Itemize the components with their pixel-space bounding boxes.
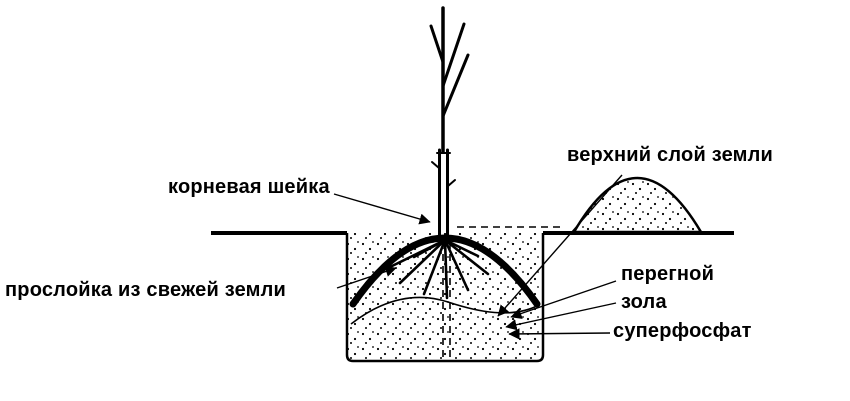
arrow-top-soil (497, 174, 623, 317)
arrow-ash (505, 302, 617, 331)
top-soil-layer-label: верхний слой земли (567, 144, 774, 166)
bud-tick-2 (447, 179, 456, 187)
annotation-arrows (333, 174, 623, 340)
top-soil-mound (571, 176, 704, 234)
arrow-humus (510, 280, 617, 319)
bud-tick-1 (431, 161, 440, 169)
dashed-guides (442, 226, 560, 358)
planting-pit-outline (345, 233, 545, 363)
branch-2 (441, 22, 466, 88)
branch-1 (441, 53, 470, 118)
arrow-root-collar (333, 193, 431, 225)
arrow-fresh-soil (336, 266, 397, 289)
root-collar-label: корневая шейка (168, 176, 330, 198)
sapling (429, 6, 470, 239)
fresh-soil-layer-label: прослойка из свежей земли (5, 279, 287, 301)
humus-label: перегной (621, 263, 715, 285)
superphosphate-label: суперфосфат (613, 320, 752, 342)
branch-3 (429, 24, 445, 64)
ash-label: зола (621, 291, 667, 313)
arrow-superphosphate (508, 328, 611, 340)
